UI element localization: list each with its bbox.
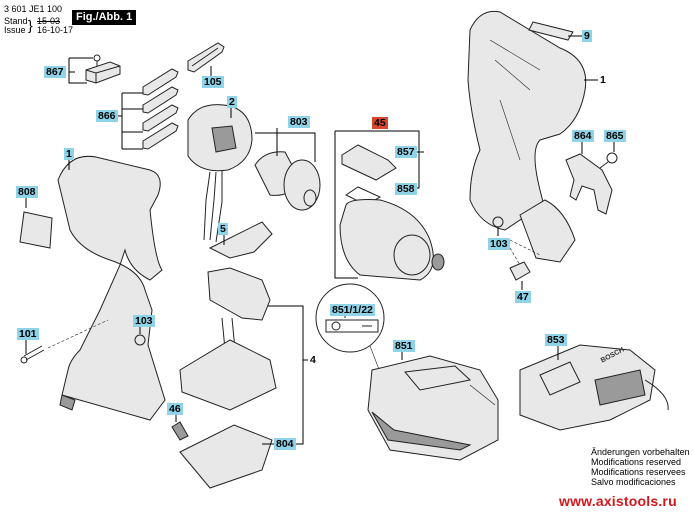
- part-808-plate: [19, 211, 53, 249]
- part-851-battery: [367, 355, 499, 461]
- callout-46[interactable]: 46: [167, 403, 183, 415]
- callout-47[interactable]: 47: [515, 291, 531, 303]
- part-804-plate: [179, 424, 273, 489]
- part-866-covers: [142, 68, 179, 150]
- callout-867[interactable]: 867: [44, 66, 66, 78]
- part-housing-lower-right: [519, 199, 576, 263]
- callout-851-1-22[interactable]: 851/1/22: [330, 304, 375, 316]
- part-5-switch-cover: [208, 221, 273, 259]
- callout-45[interactable]: 45: [372, 117, 388, 129]
- stand-value: 15-03: [37, 16, 61, 26]
- stand-label: Stand: [4, 16, 28, 26]
- callout-857[interactable]: 857: [395, 146, 417, 158]
- part-867-clip: [85, 54, 121, 84]
- callout-5[interactable]: 5: [218, 223, 228, 235]
- part-9-label: [528, 21, 574, 41]
- part-number: 3 601 JE1 100: [4, 4, 63, 14]
- part-4-switch-module: [179, 267, 277, 411]
- part-865-screw: [599, 152, 618, 169]
- note-line-es: Salvo modificaciones: [591, 477, 676, 487]
- issue-value: 16-10-17: [37, 25, 74, 35]
- brace-glyph: }: [28, 17, 33, 33]
- note-line-fr: Modifications reservees: [591, 467, 686, 477]
- part-1-housing-right: [467, 10, 587, 231]
- callout-808[interactable]: 808: [16, 186, 38, 198]
- part-1-housing-left: [57, 155, 166, 421]
- part-853-charger: [519, 344, 669, 431]
- note-line-de: Änderungen vorbehalten: [591, 447, 690, 457]
- part-803-armature: [254, 151, 321, 211]
- callout-804[interactable]: 804: [274, 438, 296, 450]
- part-101-screw: [20, 345, 45, 364]
- callout-105[interactable]: 105: [202, 76, 224, 88]
- part-46-spring: [171, 421, 189, 441]
- website-link[interactable]: www.axistools.ru: [559, 493, 677, 509]
- callout-103-right[interactable]: 103: [488, 238, 510, 250]
- callout-4[interactable]: 4: [310, 354, 316, 366]
- part-864-belt-clip: [565, 153, 613, 215]
- callout-866[interactable]: 866: [96, 110, 118, 122]
- callout-103-left[interactable]: 103: [133, 315, 155, 327]
- detail-bubble-851-1-22: [315, 283, 385, 373]
- modifications-note: Änderungen vorbehalten Modifications res…: [591, 447, 690, 487]
- note-line-en: Modifications reserved: [591, 457, 682, 467]
- callout-851[interactable]: 851: [393, 340, 415, 352]
- issue-label: Issue: [4, 25, 26, 35]
- part-47-pad: [509, 261, 531, 281]
- callout-2[interactable]: 2: [227, 96, 237, 108]
- part-45-gearbox: [339, 199, 445, 281]
- callout-865[interactable]: 865: [604, 130, 626, 142]
- callout-1-right[interactable]: 1: [600, 74, 606, 86]
- part-103-nut-left: [134, 334, 146, 346]
- callout-1-left[interactable]: 1: [64, 148, 74, 160]
- part-2-stator: [187, 104, 253, 243]
- callout-864[interactable]: 864: [572, 130, 594, 142]
- callout-101[interactable]: 101: [17, 328, 39, 340]
- figure-label: Fig./Abb. 1: [72, 10, 137, 25]
- part-105-cover: [187, 42, 225, 73]
- callout-858[interactable]: 858: [395, 183, 417, 195]
- part-857-cover: [341, 144, 397, 181]
- callout-803[interactable]: 803: [288, 116, 310, 128]
- callout-9[interactable]: 9: [582, 30, 592, 42]
- callout-853[interactable]: 853: [545, 334, 567, 346]
